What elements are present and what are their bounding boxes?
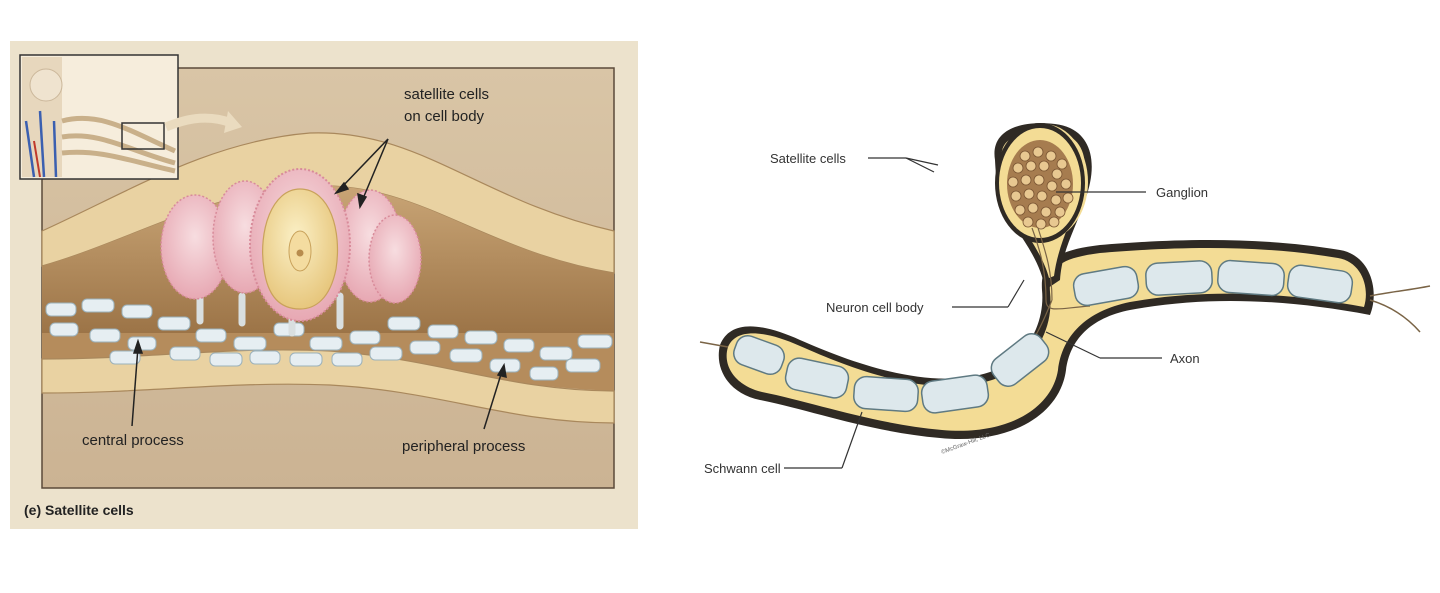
label-satellite-cells-line2: on cell body: [404, 108, 485, 125]
axon-tail-left: [699, 341, 729, 348]
label-schwann-cell: Schwann cell: [704, 461, 781, 476]
schwann-cells-right: [733, 259, 1354, 414]
lower-sheath: [41, 349, 615, 424]
left-leader-lines: [131, 138, 507, 430]
locator-inset: [19, 54, 179, 180]
label-ganglion: Ganglion: [1156, 185, 1208, 200]
label-peripheral-process: peripheral process: [402, 438, 525, 455]
ganglion-neurons: [1007, 146, 1074, 230]
label-central-process: central process: [82, 432, 184, 449]
schwann-cells: [45, 298, 613, 381]
zoom-arrow: [164, 113, 234, 132]
label-neuron-cell-body: Neuron cell body: [826, 300, 924, 315]
ganglion-diagram: Satellite cells Ganglion Neuron cell bod…: [690, 100, 1435, 500]
neuron-stalks: [196, 292, 344, 337]
right-diagram-svg: Satellite cells Ganglion Neuron cell bod…: [699, 123, 1431, 476]
satellite-cells-illustration: satellite cells on cell body central pro…: [10, 41, 638, 529]
figure-caption: (e) Satellite cells: [24, 502, 134, 518]
label-satellite-cells-line1: satellite cells: [404, 86, 489, 103]
right-leader-lines: [784, 157, 1162, 469]
zoom-arrow-head: [224, 111, 242, 133]
left-diagram-svg: satellite cells on cell body central pro…: [10, 41, 638, 529]
label-axon: Axon: [1170, 351, 1200, 366]
neuron-nucleolus: [296, 249, 304, 257]
label-satellite-cells: Satellite cells: [770, 151, 846, 166]
axon-tail-right: [1369, 285, 1431, 333]
